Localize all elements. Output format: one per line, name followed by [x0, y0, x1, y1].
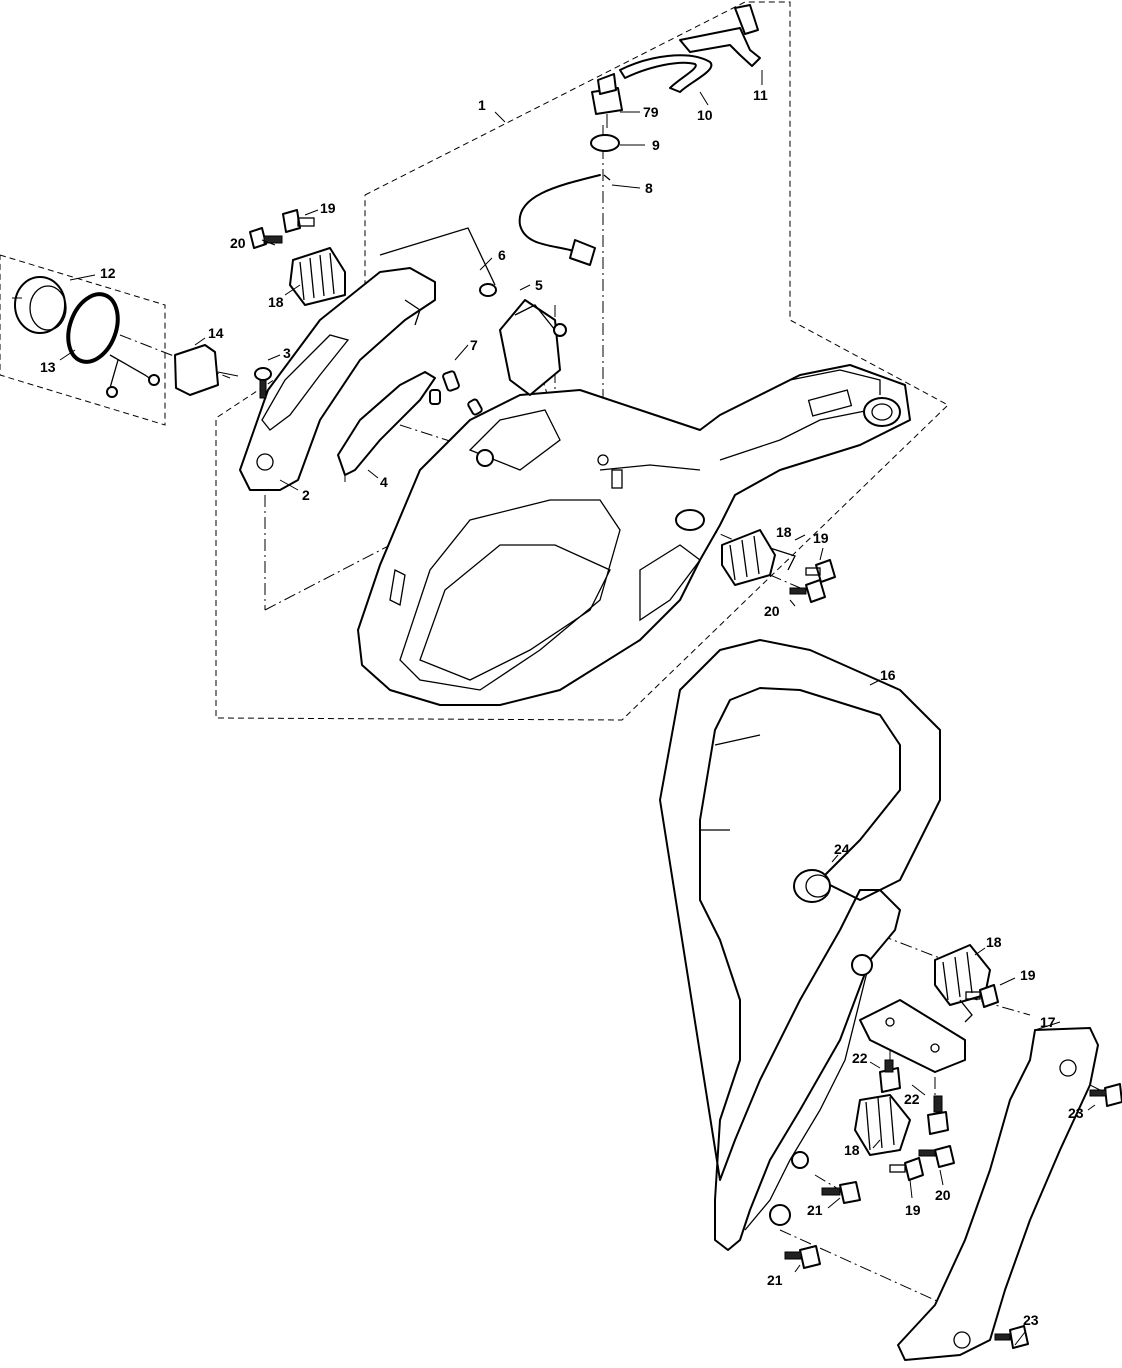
callout-10: 10 — [697, 107, 713, 123]
callout-17: 17 — [1040, 1014, 1056, 1030]
part-12-filter-cap — [12, 276, 67, 334]
callout-21-a: 21 — [807, 1202, 823, 1218]
mounting-plate — [859, 999, 966, 1073]
part-13-o-ring — [66, 292, 160, 398]
assembly-12-outline — [0, 254, 166, 426]
callout-2: 2 — [302, 487, 310, 503]
callout-12: 12 — [100, 265, 116, 281]
callout-18-b: 18 — [776, 524, 792, 540]
callout-19-c: 19 — [1020, 967, 1036, 983]
callout-20-b: 20 — [764, 603, 780, 619]
callout-22-b: 22 — [904, 1091, 920, 1107]
callout-13: 13 — [40, 359, 56, 375]
part-2-handle-cover — [239, 267, 436, 491]
callout-3: 3 — [283, 345, 291, 361]
assembly-1-outline — [215, 1, 949, 721]
callout-14: 14 — [208, 325, 224, 341]
part-17-handle-guard — [897, 1027, 1099, 1361]
callout-20-c: 20 — [935, 1187, 951, 1203]
callout-8: 8 — [645, 180, 653, 196]
callout-79: 79 — [643, 104, 659, 120]
parts-mid-right-spring-screws — [721, 529, 836, 603]
callout-22-a: 22 — [852, 1050, 868, 1066]
part-79-valve — [591, 73, 623, 128]
callout-19-d: 19 — [905, 1202, 921, 1218]
part-5-cover — [499, 299, 567, 396]
assembly-lines — [119, 125, 1101, 1326]
callout-18-c: 18 — [986, 934, 1002, 950]
part-11-hose — [679, 4, 761, 67]
callout-21-b: 21 — [767, 1272, 783, 1288]
callout-9: 9 — [652, 137, 660, 153]
callout-19-b: 19 — [813, 530, 829, 546]
callout-23-b: 23 — [1023, 1312, 1039, 1328]
callout-4: 4 — [380, 474, 388, 490]
callout-23-a: 23 — [1068, 1105, 1084, 1121]
callout-18-d: 18 — [844, 1142, 860, 1158]
callout-18-a: 18 — [268, 294, 284, 310]
callout-7: 7 — [470, 337, 478, 353]
part-24-bushing — [793, 869, 831, 903]
callout-20-a: 20 — [230, 235, 246, 251]
part-4-trigger — [337, 371, 436, 482]
part-14-damper — [174, 344, 239, 396]
callout-labels: 1 2 3 4 5 6 7 8 9 10 11 12 13 14 16 17 1… — [40, 87, 1084, 1328]
part-9-o-ring — [590, 134, 620, 152]
callout-1: 1 — [478, 97, 486, 113]
lower-screws — [784, 1059, 1122, 1349]
part-8-fuel-hose — [518, 174, 611, 266]
part-6-spring-wire — [379, 227, 497, 297]
callout-6: 6 — [498, 247, 506, 263]
part-10-hose — [619, 54, 713, 93]
parts-upper-left-spring-screws — [249, 209, 346, 306]
callout-leaders — [59, 70, 1096, 1346]
part-7-pins — [429, 370, 483, 416]
rear-handle-housing — [357, 364, 911, 706]
callout-16: 16 — [880, 667, 896, 683]
part-16-front-handle — [659, 639, 941, 1251]
callout-5: 5 — [535, 277, 543, 293]
part-3-screw — [254, 367, 272, 399]
callout-19-a: 19 — [320, 200, 336, 216]
parts-lower-right-spring-screws — [934, 944, 999, 1023]
callout-11: 11 — [753, 87, 768, 103]
callout-24: 24 — [834, 841, 850, 857]
